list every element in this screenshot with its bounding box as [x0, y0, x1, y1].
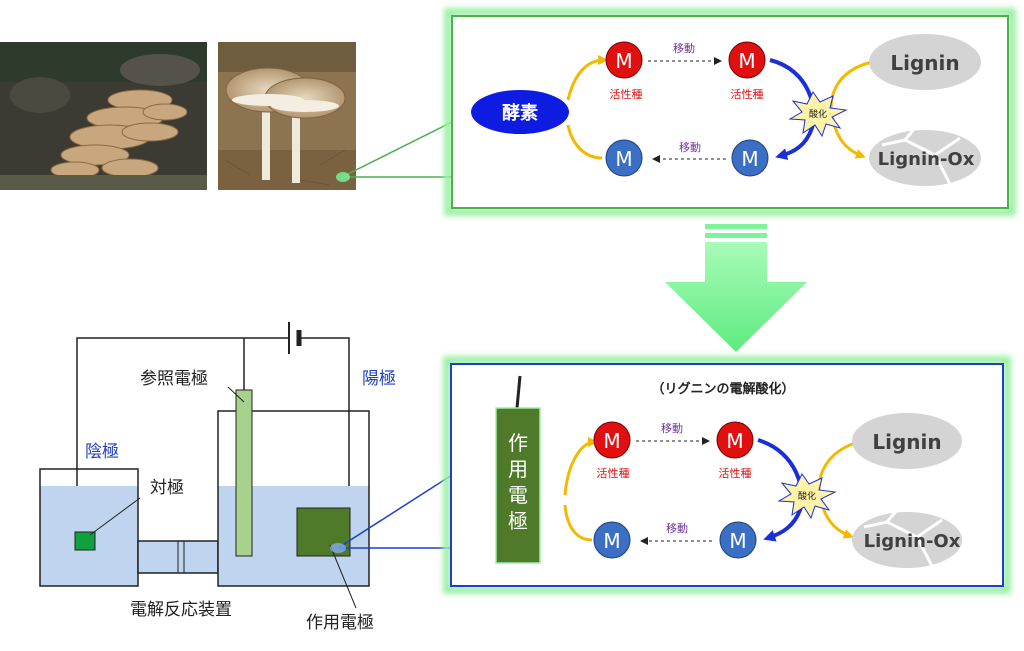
anode-cell — [217, 410, 370, 587]
cathode-cell — [39, 468, 139, 587]
m-inactive-right — [719, 521, 757, 559]
m-label: M — [603, 529, 620, 553]
lignin-label: Lignin — [890, 51, 959, 75]
m-label: M — [741, 147, 758, 171]
working-electrode-char: 用 — [508, 457, 528, 481]
oxidation-burst-icon — [777, 473, 837, 520]
m-label: M — [603, 429, 620, 453]
counter-electrode-label: 対極 — [150, 478, 184, 498]
zoom-connector-top — [336, 121, 453, 182]
lignin-ox-ellipse — [869, 127, 981, 186]
move-label: 移動 — [673, 41, 695, 55]
m-active-left — [593, 421, 631, 459]
working-electrode-char: 電 — [508, 483, 528, 507]
m-label: M — [615, 49, 632, 73]
m-active-right — [716, 421, 754, 459]
lignin-ellipse — [869, 34, 981, 90]
reference-electrode — [235, 389, 253, 557]
wire-anode — [300, 337, 350, 508]
active-species-label: 活性種 — [719, 466, 752, 480]
electrode-lead — [515, 375, 522, 409]
counter-electrode — [74, 531, 96, 551]
lignin-ellipse — [852, 413, 962, 469]
device-label: 電解反応装置 — [130, 600, 232, 620]
oxidation-label: 酸化 — [809, 108, 827, 120]
working-electrode-char: 作 — [508, 431, 528, 455]
m-inactive-left — [593, 521, 631, 559]
working-electrode-bar — [495, 407, 541, 564]
zoom-connector-bottom — [330, 474, 453, 553]
active-species-label: 活性種 — [610, 87, 643, 101]
wire-cathode — [76, 337, 288, 537]
yellow-arc-down — [566, 124, 603, 160]
oxidation-burst-icon — [788, 91, 848, 138]
oxidation-label: 酸化 — [798, 490, 816, 502]
lignin-ox-label: Lignin-Ox — [864, 531, 961, 552]
enzyme-label: 酵素 — [502, 102, 538, 124]
active-species-label: 活性種 — [731, 87, 764, 101]
enzyme-ellipse — [471, 90, 569, 134]
yellow-arrow-up — [566, 55, 608, 101]
lignin-label: Lignin — [872, 430, 941, 454]
lignin-ox-label: Lignin-Ox — [878, 149, 975, 170]
active-species-label: 活性種 — [597, 466, 630, 480]
m-label: M — [726, 429, 743, 453]
photo-bracket-fungus — [0, 42, 207, 190]
working-leader — [329, 544, 357, 609]
move-label: 移動 — [666, 521, 688, 535]
m-inactive-left — [605, 139, 643, 177]
big-down-arrow-icon — [665, 224, 807, 352]
m-label: M — [738, 49, 755, 73]
anode-label: 陽極 — [362, 369, 396, 389]
m-label: M — [615, 147, 632, 171]
m-active-left — [605, 41, 643, 79]
working-electrode — [296, 507, 351, 557]
lignin-ox-ellipse — [852, 509, 962, 568]
cathode-label: 陰極 — [85, 442, 119, 462]
bottom-panel-title: （リグニンの電解酸化） — [651, 381, 794, 397]
working-electrode-label: 作用電極 — [306, 613, 374, 633]
working-electrode-char: 極 — [508, 509, 528, 533]
move-label: 移動 — [679, 140, 701, 154]
bottom-panel: （リグニンの電解酸化） 作 用 電 極 M 活性種 M 活性種 M M 移動 移… — [443, 356, 1011, 594]
m-active-right — [728, 41, 766, 79]
reference-leader — [227, 386, 245, 403]
reference-electrode-label: 参照電極 — [140, 369, 208, 389]
counter-leader — [89, 497, 141, 536]
m-inactive-right — [731, 139, 769, 177]
yellow-arrow-up — [563, 437, 598, 496]
electrolysis-apparatus — [39, 322, 370, 609]
move-label: 移動 — [661, 421, 683, 435]
m-label: M — [729, 529, 746, 553]
yellow-arc-down — [563, 504, 593, 542]
top-panel: 酵素 M 活性種 M 活性種 M M 移動 移動 酸化 Lignin — [444, 8, 1016, 216]
photo-amanita-mushroom — [218, 42, 356, 190]
